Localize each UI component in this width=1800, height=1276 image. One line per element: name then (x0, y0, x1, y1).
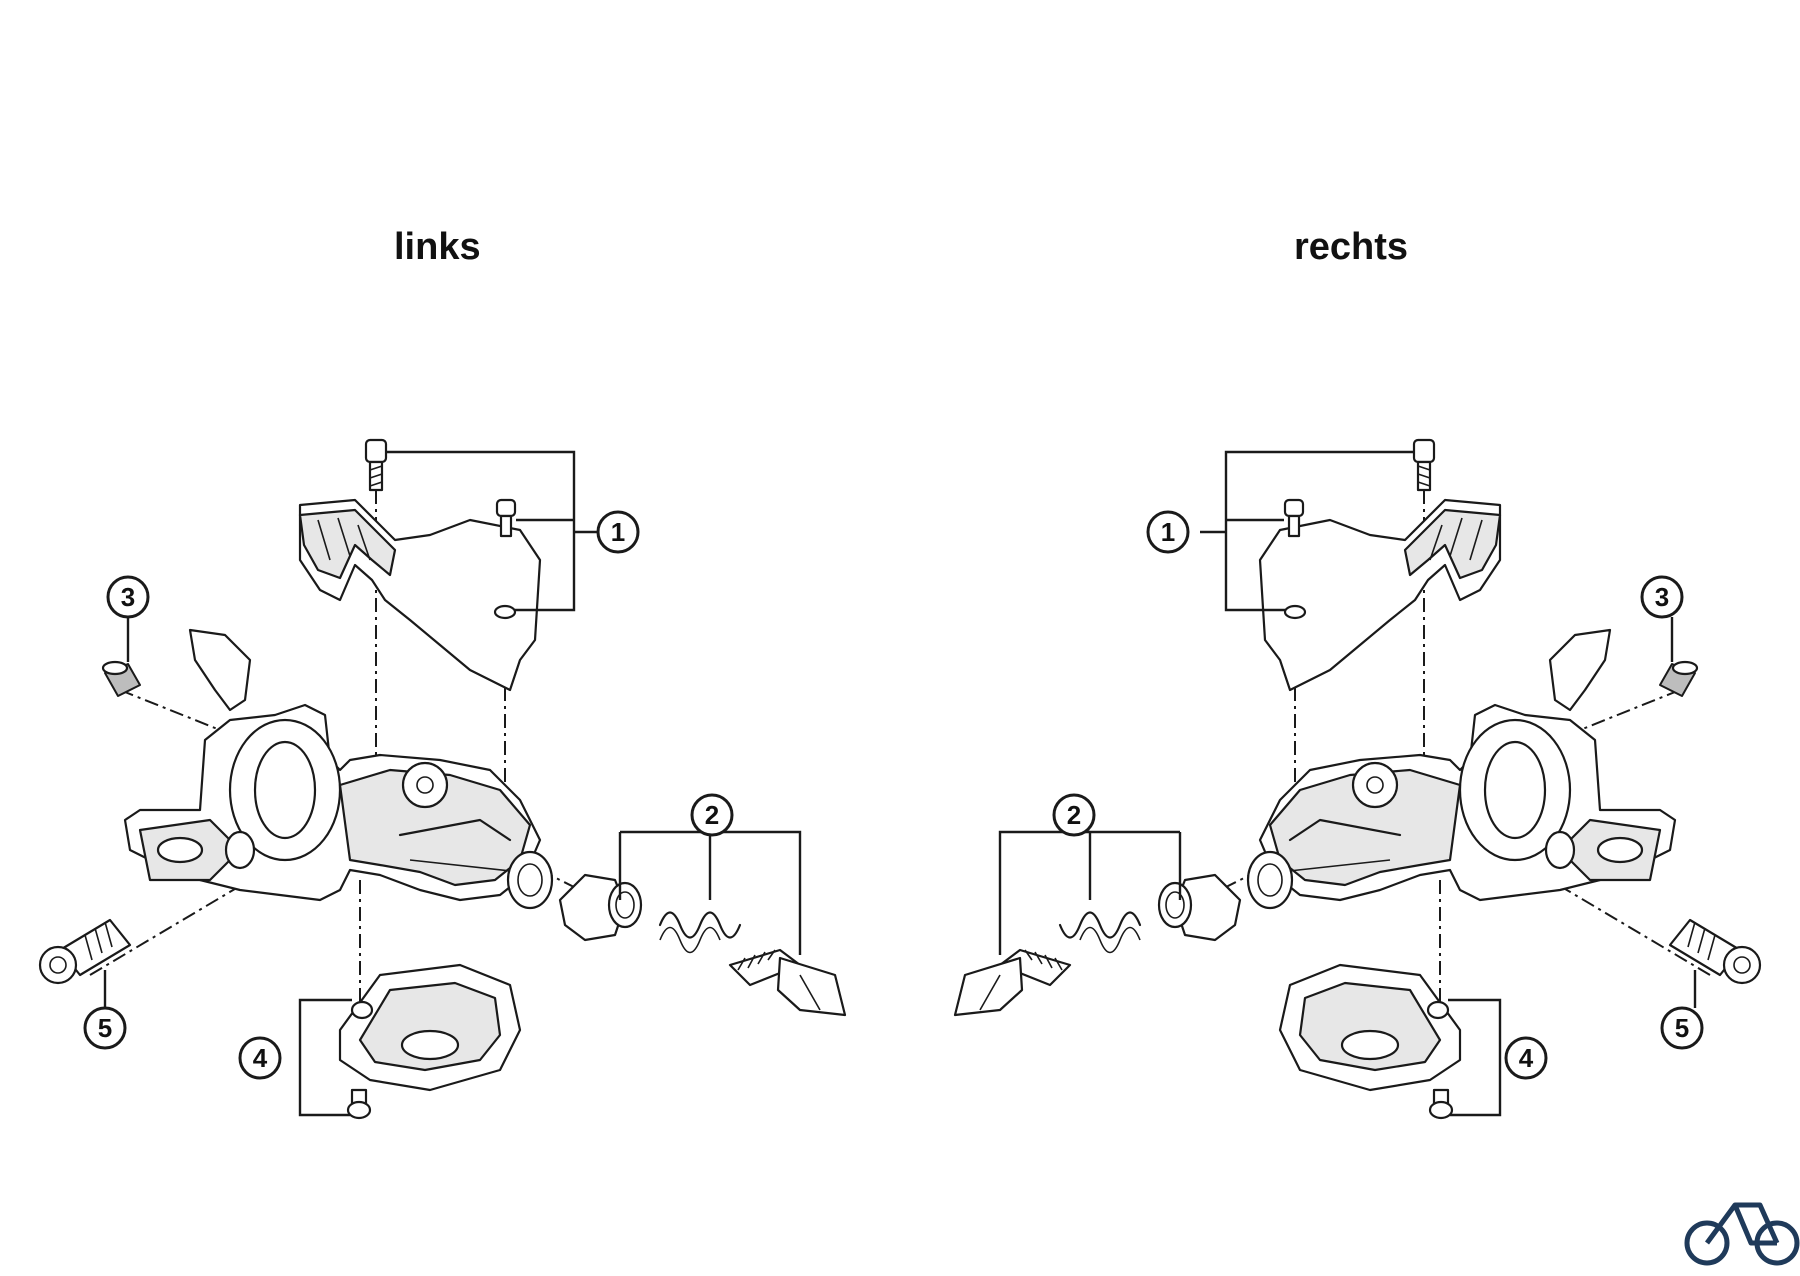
callout-right-2: 2 (1052, 793, 1096, 837)
callout-left-3: 3 (106, 575, 150, 619)
callout-right-1: 1 (1146, 510, 1190, 554)
assembly-left (38, 438, 847, 1120)
svg-text:1: 1 (1161, 517, 1175, 547)
svg-text:2: 2 (1067, 800, 1081, 830)
callout-right-3: 3 (1640, 575, 1684, 619)
svg-text:2: 2 (705, 800, 719, 830)
title-right: rechts (1294, 226, 1409, 268)
callout-left-1: 1 (596, 510, 640, 554)
svg-text:3: 3 (1655, 582, 1669, 612)
svg-text:5: 5 (1675, 1013, 1689, 1043)
svg-text:3: 3 (121, 582, 135, 612)
svg-text:4: 4 (253, 1043, 268, 1073)
callout-left-2: 2 (690, 793, 734, 837)
title-left: links (394, 226, 481, 268)
callout-right-4: 4 (1504, 1036, 1548, 1080)
svg-text:4: 4 (1519, 1043, 1534, 1073)
callout-left-5: 5 (83, 1006, 127, 1050)
bicycle-icon (1684, 1202, 1800, 1266)
svg-text:1: 1 (611, 517, 625, 547)
assembly-right (953, 438, 1762, 1120)
callout-right-5: 5 (1660, 1006, 1704, 1050)
callout-left-4: 4 (238, 1036, 282, 1080)
svg-text:5: 5 (98, 1013, 112, 1043)
